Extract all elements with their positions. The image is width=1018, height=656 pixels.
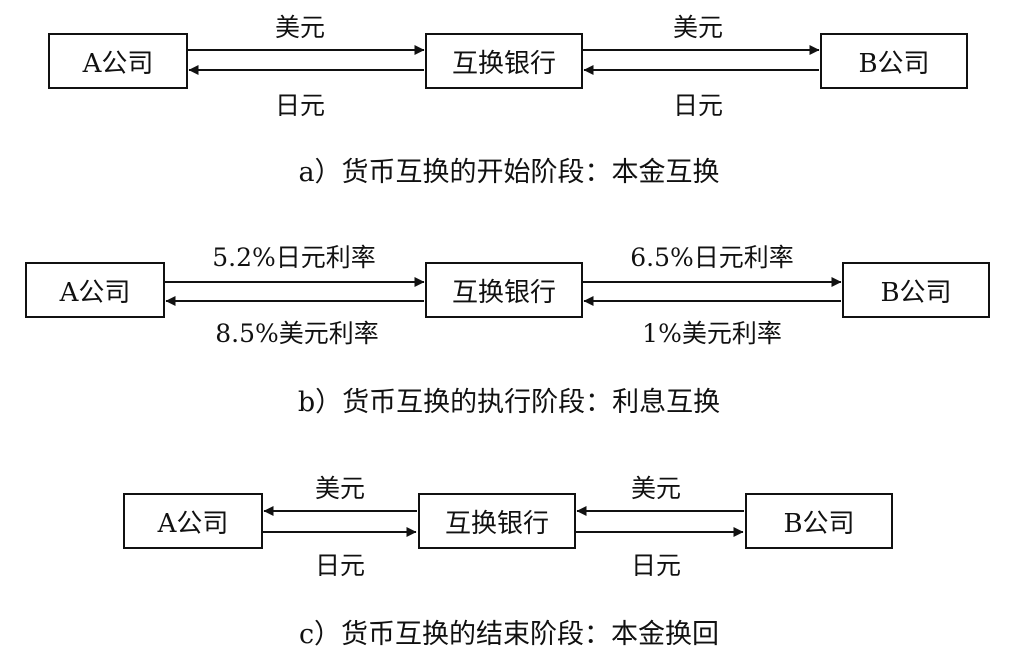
stage-c-company-a-box: A公司 — [123, 493, 263, 549]
stage-c-left-bottom-label: 日元 — [314, 551, 366, 580]
stage-a-caption: a）货币互换的开始阶段：本金互换 — [298, 157, 720, 188]
stage-a-right-bottom-label: 日元 — [672, 91, 724, 120]
stage-b-company-b-box: B公司 — [842, 262, 990, 318]
stage-a-left-top-label: 美元 — [274, 13, 326, 42]
stage-b-left-top-label: 5.2%日元利率 — [212, 243, 376, 272]
stage-c-caption: c）货币互换的结束阶段：本金换回 — [298, 619, 720, 650]
stage-c-left-top-label: 美元 — [314, 474, 366, 503]
stage-b-right-top-label: 6.5%日元利率 — [630, 243, 794, 272]
stage-a-right-top-label: 美元 — [672, 13, 724, 42]
stage-b-left-bottom-label: 8.5%美元利率 — [215, 319, 379, 348]
stage-b-caption: b）货币互换的执行阶段：利息互换 — [297, 387, 721, 418]
stage-b-swap-bank-box: 互换银行 — [425, 262, 583, 318]
stage-c-swap-bank-box: 互换银行 — [418, 493, 576, 549]
stage-a-company-b-box: B公司 — [820, 33, 968, 89]
stage-a-left-bottom-label: 日元 — [274, 91, 326, 120]
stage-a-swap-bank-box: 互换银行 — [425, 33, 583, 89]
stage-a-company-a-box: A公司 — [48, 33, 188, 89]
stage-c-right-top-label: 美元 — [630, 474, 682, 503]
stage-c-right-bottom-label: 日元 — [630, 551, 682, 580]
stage-c-company-b-box: B公司 — [745, 493, 893, 549]
stage-b-company-a-box: A公司 — [25, 262, 165, 318]
stage-b-right-bottom-label: 1%美元利率 — [642, 319, 782, 348]
